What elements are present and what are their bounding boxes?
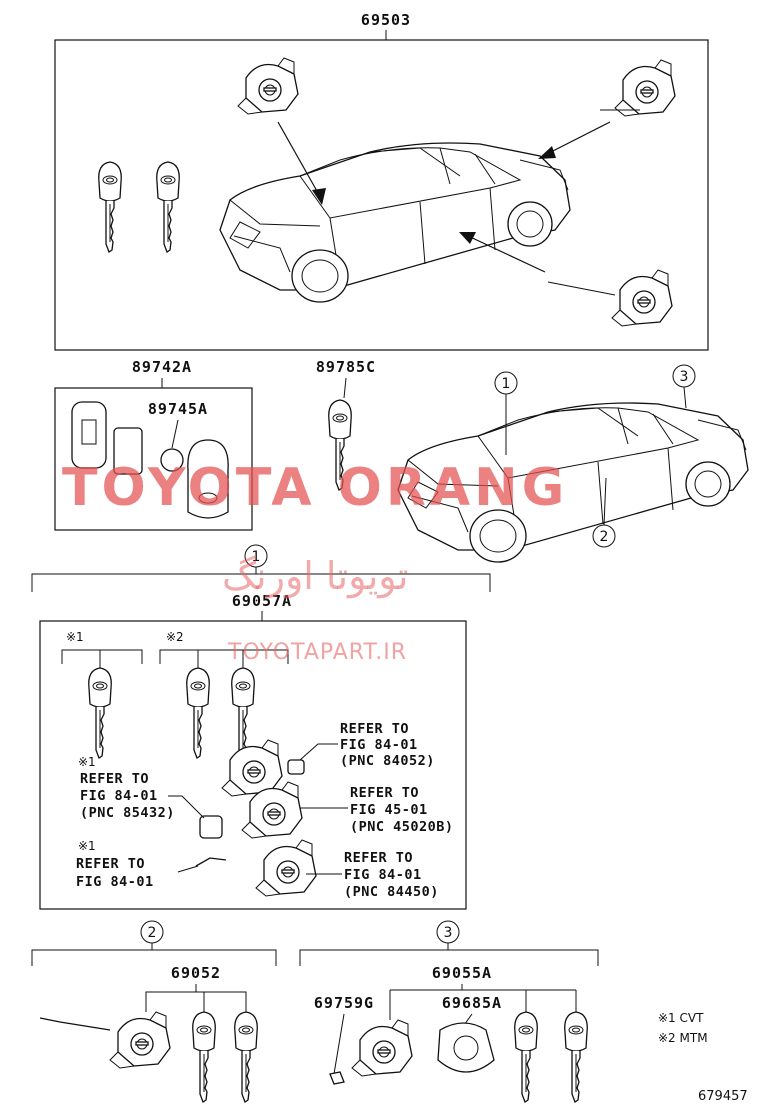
- part-number-69057A: 69057A: [232, 592, 292, 610]
- svg-text:REFER TO: REFER TO: [76, 856, 145, 872]
- svg-text:※1: ※1: [78, 755, 96, 769]
- refer-fig-85432: FIG 84-01: [80, 788, 158, 804]
- key-icon: [192, 1011, 216, 1103]
- key-icon: [234, 1011, 258, 1103]
- svg-text:2: 2: [148, 925, 157, 941]
- svg-text:1: 1: [252, 549, 261, 565]
- refer-fig-84052: FIG 84-01: [340, 737, 418, 753]
- svg-text:3: 3: [680, 369, 689, 385]
- assembly-box-69057A: [39, 620, 467, 910]
- refer-label: REFER TO: [340, 721, 409, 737]
- lock-body-icon: [255, 839, 317, 897]
- part-number-89745A: 89745A: [148, 400, 208, 418]
- switch-part-icon: [199, 815, 223, 839]
- key-icon: [98, 161, 122, 253]
- part-number-69759G: 69759G: [314, 994, 374, 1012]
- key-icon: [156, 161, 180, 253]
- part-number-89785C: 89785C: [316, 358, 376, 376]
- part-number-69685A: 69685A: [442, 994, 502, 1012]
- note-mark-2: ※2: [166, 630, 184, 644]
- car-illustration: [219, 142, 571, 303]
- car-illustration-callouts: [397, 402, 749, 563]
- svg-text:REFER TO: REFER TO: [80, 771, 149, 787]
- door-lock-cylinder-icon: [109, 1011, 171, 1069]
- smart-key-fob-icon: [71, 401, 107, 469]
- legend-cvt: ※1 CVT: [658, 1011, 704, 1025]
- svg-text:※1: ※1: [78, 839, 96, 853]
- refer-fig-bottom: FIG 84-01: [76, 874, 154, 890]
- cable-icon: [39, 1017, 111, 1031]
- part-number-69055A: 69055A: [432, 964, 492, 982]
- door-lock-cylinder-icon: [611, 269, 673, 327]
- arrow-to-ignition: [277, 121, 323, 201]
- assembly-box-89742A: [54, 387, 253, 531]
- refer-fig-84450: FIG 84-01: [344, 867, 422, 883]
- svg-text:REFER TO: REFER TO: [344, 850, 413, 866]
- part-number-69052: 69052: [171, 964, 221, 982]
- svg-text:2: 2: [600, 529, 609, 545]
- arrow-to-trunk: [544, 121, 611, 156]
- svg-text:1: 1: [502, 376, 511, 392]
- trunk-lock-cylinder-icon: [351, 1019, 413, 1077]
- refer-pnc-45020: (PNC 45020B): [350, 819, 454, 835]
- key-icon: [514, 1011, 538, 1103]
- trunk-lock-cylinder-icon: [614, 59, 676, 117]
- key-case-icon: [187, 439, 229, 519]
- arrow-to-door: [465, 234, 546, 273]
- refer-fig-45020: FIG 45-01: [350, 802, 428, 818]
- clip-icon: [329, 1071, 345, 1085]
- gasket-icon: [437, 1022, 495, 1073]
- refer-pnc-84450: (PNC 84450): [344, 884, 439, 900]
- refer-pnc-84052: (PNC 84052): [340, 753, 435, 769]
- key-icon: [231, 667, 255, 759]
- cylinder-part-icon: [221, 739, 283, 797]
- refer-pnc-85432: (PNC 85432): [80, 805, 175, 821]
- key-icon: [186, 667, 210, 759]
- part-number-69503: 69503: [361, 11, 411, 29]
- key-board-icon: [113, 427, 143, 475]
- battery-icon: [160, 448, 184, 472]
- key-icon: [564, 1011, 588, 1103]
- figure-id: 679457: [698, 1089, 748, 1104]
- small-part-icon: [287, 759, 305, 775]
- svg-text:REFER TO: REFER TO: [350, 785, 419, 801]
- ignition-cylinder-icon: [237, 57, 299, 115]
- note-mark-1: ※1: [66, 630, 84, 644]
- key-icon: [328, 399, 352, 491]
- part-number-89742A: 89742A: [132, 358, 192, 376]
- assembly-box-69503: [54, 39, 709, 351]
- legend-mtm: ※2 MTM: [658, 1031, 708, 1045]
- key-icon: [88, 667, 112, 759]
- screw-icon: [195, 857, 227, 867]
- svg-text:3: 3: [444, 925, 453, 941]
